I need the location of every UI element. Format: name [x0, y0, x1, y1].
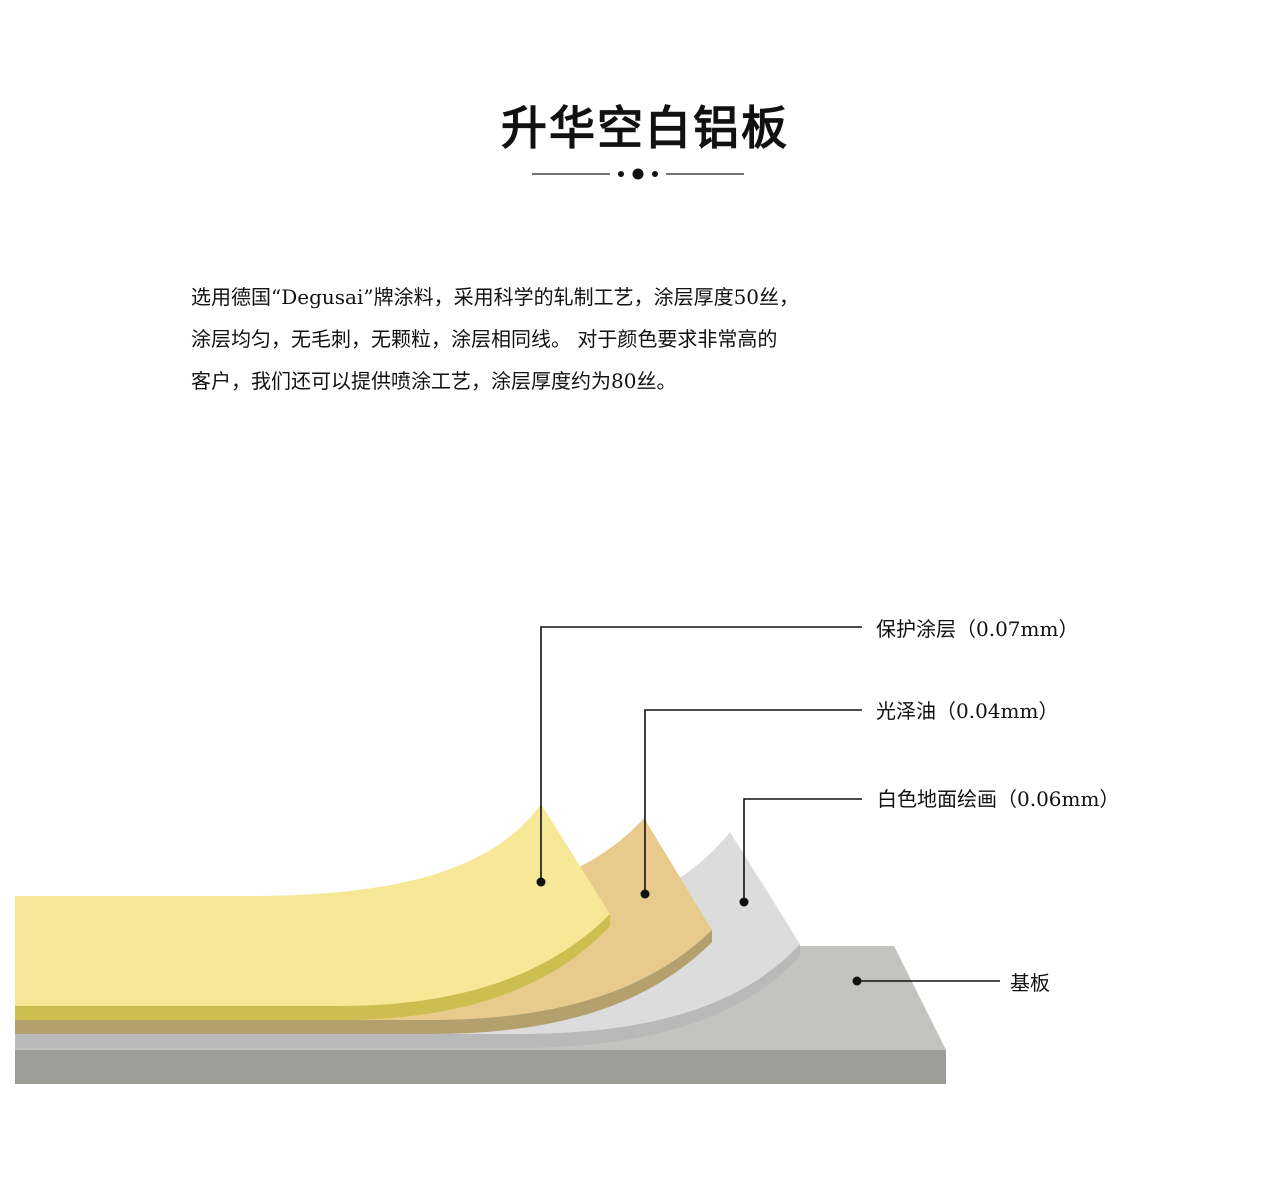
- substrate-side: [15, 1050, 946, 1084]
- gloss-oil-label: 光泽油（0.04mm）: [876, 699, 1059, 723]
- gloss-oil-edge: [15, 930, 712, 1034]
- description-line: 涂层均匀，无毛刺，无颗粒，涂层相同线。 对于颜色要求非常高的: [191, 327, 778, 351]
- substrate-label: 基板: [1010, 971, 1050, 995]
- white-ground-label: 白色地面绘画（0.06mm）: [877, 787, 1120, 811]
- leader-gloss-oil: [640, 709, 862, 899]
- white-ground-edge: [15, 944, 800, 1048]
- layer-diagram: [15, 626, 1000, 1084]
- leader-protective: [536, 626, 862, 887]
- protective-coating-label: 保护涂层（0.07mm）: [876, 617, 1079, 641]
- leader-white-ground: [739, 798, 862, 907]
- title-divider: [532, 168, 744, 180]
- description-line: 选用德国“Degusai”牌涂料，采用科学的轧制工艺，涂层厚度50丝，: [191, 285, 800, 309]
- description-line: 客户，我们还可以提供喷涂工艺，涂层厚度约为80丝。: [191, 369, 677, 393]
- description: 选用德国“Degusai”牌涂料，采用科学的轧制工艺，涂层厚度50丝， 涂层均匀…: [191, 276, 911, 402]
- protective-coating-edge: [15, 914, 610, 1020]
- leader-substrate: [852, 976, 1000, 986]
- page-title: 升华空白铝板: [501, 101, 789, 155]
- protective-coating-layer: [15, 804, 610, 1006]
